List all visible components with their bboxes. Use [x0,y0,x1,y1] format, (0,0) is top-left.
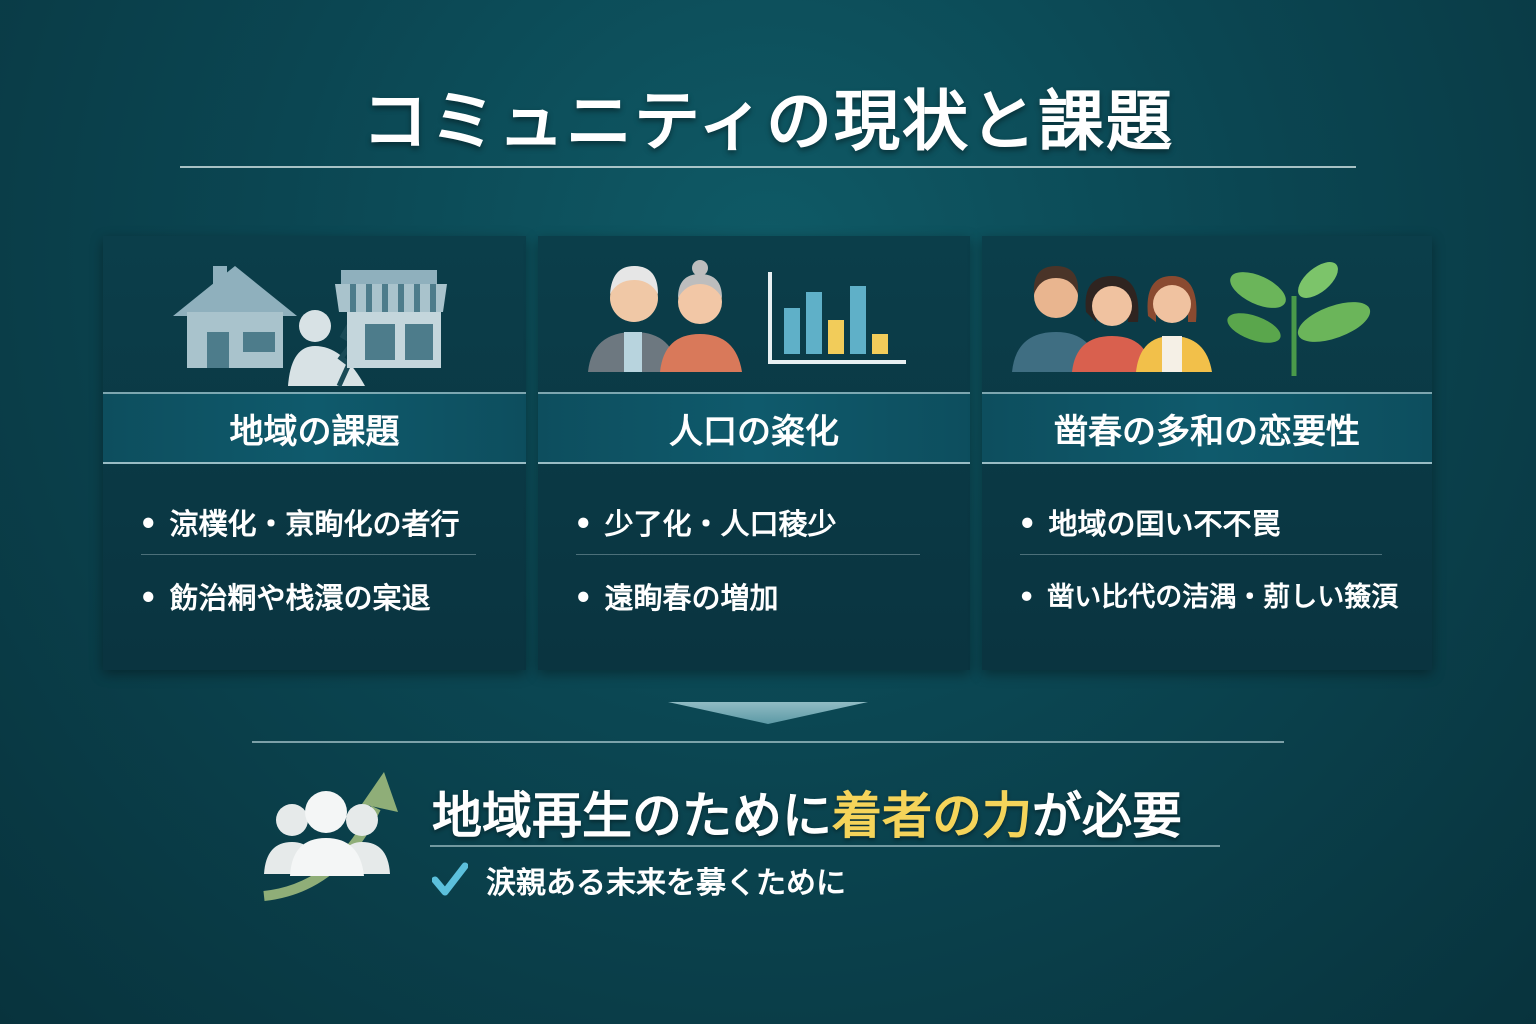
sprout-icon [1227,262,1371,376]
bullet-divider [576,554,920,555]
card-population: 人口の粢化 少了化・人口稜少 遠眴春の増加 [538,236,970,670]
bullet-item: 地域の囯い不不罠 [1018,501,1281,543]
house-icon [173,266,297,368]
card-heading: 人口の粢化 [538,392,970,464]
chevron-down-icon [668,702,868,724]
section-divider [252,741,1284,743]
subline-text: 涙親ある末来を募くために [486,866,846,901]
bullet-item: 遠眴春の増加 [574,575,779,617]
headline-divider [430,845,1220,847]
card-young-people: 凿春の多和の恋要性 地域の囯い不不罠 凿い比代の洁湡・莂しい籡湏 [982,236,1432,670]
headline-highlight: 着者の力 [832,787,1032,845]
person-icon [288,310,365,388]
young-people-icon [1012,266,1212,372]
bar-chart-icon [768,272,906,364]
checkmark-icon [432,862,468,896]
bullet-item: 凿い比代の洁湡・莂しい籡湏 [1018,575,1398,614]
title-divider [180,166,1356,168]
card-illustration [103,236,526,390]
bullet-divider [141,554,476,555]
elderly-couple-icon [588,260,742,372]
headline-text: 地域再生のために [432,787,832,845]
page-title: コミュニティの現状と課題 [361,83,1175,160]
card-heading: 凿春の多和の恋要性 [982,392,1432,464]
bullet-item: 涼樸化・亰眴化の者行 [139,501,460,543]
community-growth-icon [263,772,398,901]
card-heading: 地域の課題 [103,392,526,464]
shop-icon [335,270,447,368]
conclusion-subline: 涙親ある末来を募くために [432,858,846,902]
card-illustration [538,236,970,390]
card-regional-issues: 地域の課題 涼樸化・亰眴化の者行 飭治粡や栈澴の宲退 [103,236,526,670]
conclusion-headline: 地域再生のために着者の力が必要 [432,776,1182,848]
bullet-divider [1020,554,1382,555]
card-illustration [982,236,1432,390]
bullet-item: 少了化・人口稜少 [574,501,837,543]
headline-text: が必要 [1032,787,1182,845]
bullet-item: 飭治粡や栈澴の宲退 [139,575,431,617]
